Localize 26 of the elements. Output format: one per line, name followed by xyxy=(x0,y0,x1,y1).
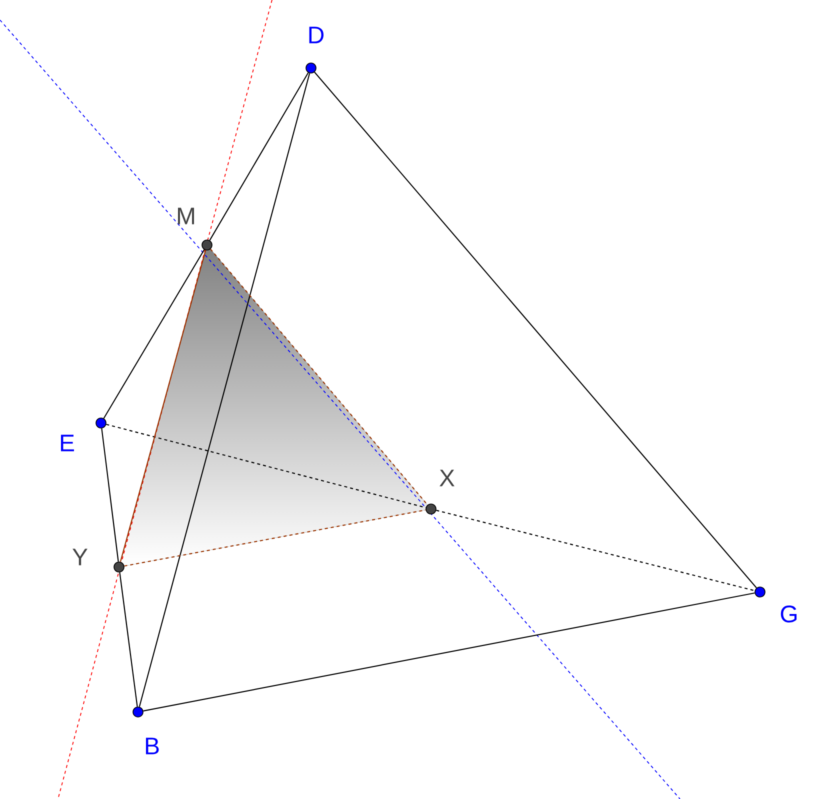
point: M xyxy=(178,208,212,250)
line-segment xyxy=(119,572,138,707)
line-segment xyxy=(106,424,426,508)
line-segment xyxy=(103,249,205,419)
point: E xyxy=(60,418,106,452)
line-segment xyxy=(436,510,755,592)
point: Y xyxy=(72,548,124,572)
line-segment xyxy=(120,250,206,562)
line-segment xyxy=(101,428,119,562)
node-label: Y xyxy=(72,548,88,566)
node-label: B xyxy=(146,738,159,754)
point: D xyxy=(306,26,324,74)
line-segment xyxy=(124,509,426,567)
node-label: D xyxy=(309,26,324,44)
line-segment xyxy=(314,72,757,588)
line-segment xyxy=(143,592,755,712)
point: X xyxy=(426,470,454,514)
node-label: X xyxy=(440,470,454,486)
line-segment xyxy=(209,72,309,241)
line-segment xyxy=(210,248,428,506)
node-label: G xyxy=(780,606,797,622)
node-label: E xyxy=(60,434,74,452)
node-label: M xyxy=(178,208,194,224)
line-segment xyxy=(138,73,310,707)
point: G xyxy=(754,586,797,622)
point: B xyxy=(132,706,159,754)
